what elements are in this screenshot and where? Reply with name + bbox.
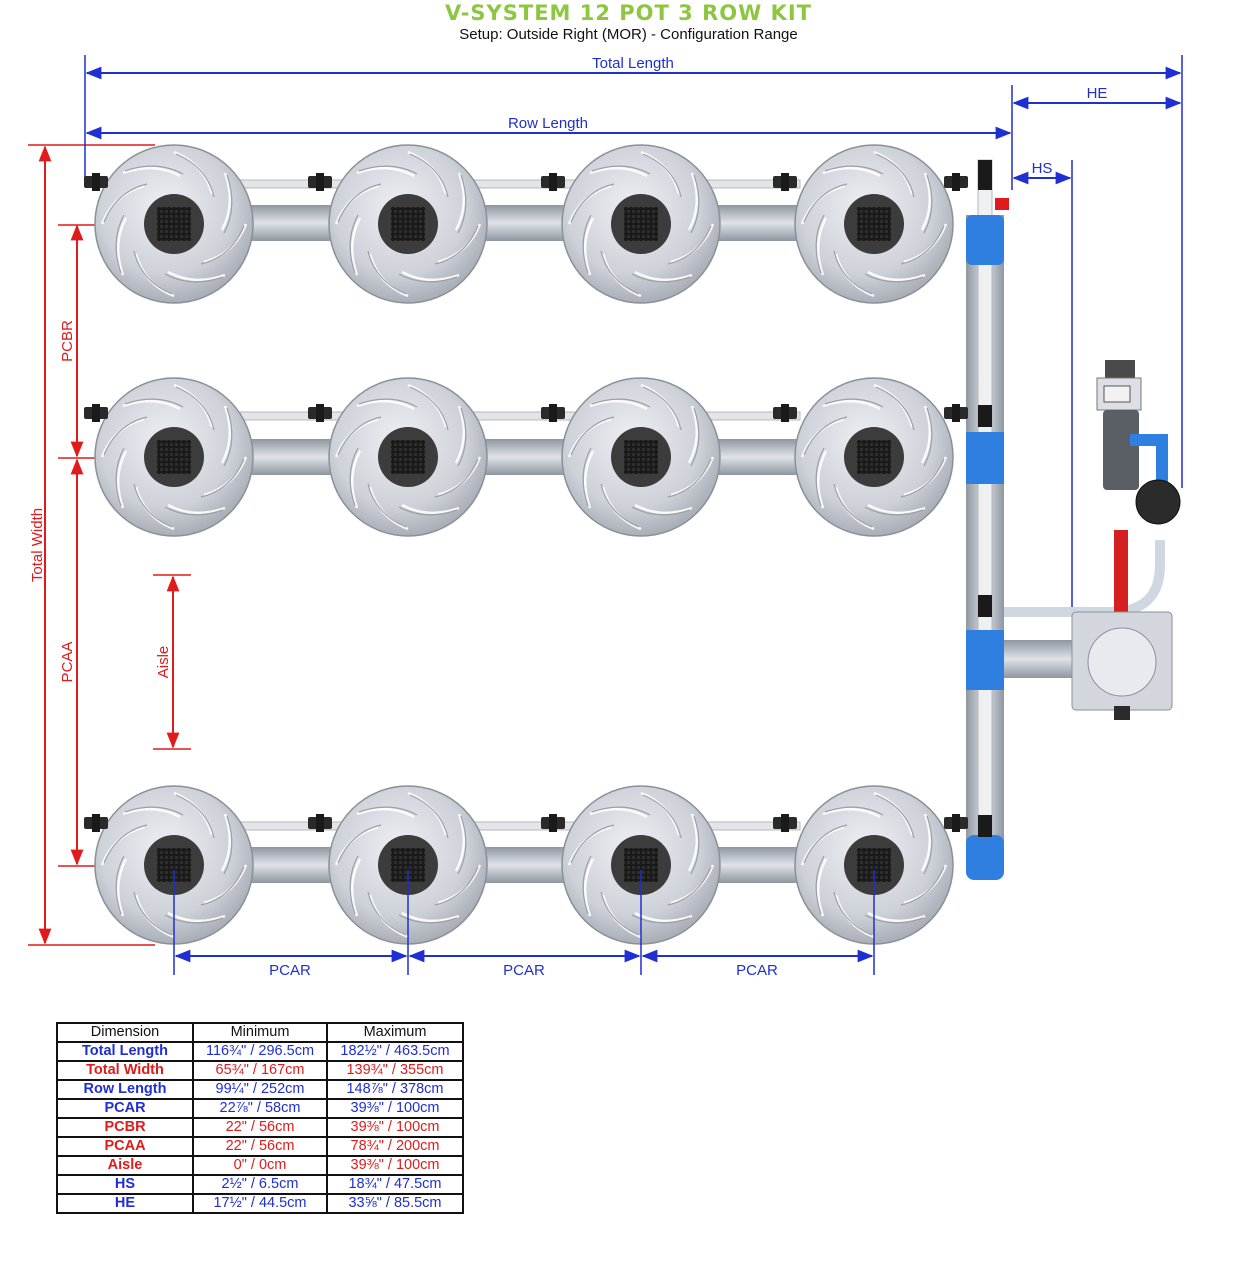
maximum-cell: 78¾" / 200cm: [326, 1136, 464, 1157]
minimum-cell: 22⅞" / 58cm: [192, 1098, 328, 1119]
maximum-cell: 139¾" / 355cm: [326, 1060, 464, 1081]
maximum-cell: 39⅜" / 100cm: [326, 1098, 464, 1119]
diagram-subtitle: Setup: Outside Right (MOR) - Configurati…: [459, 26, 798, 43]
header-maximum: Maximum: [326, 1022, 464, 1043]
minimum-cell: 99¼" / 252cm: [192, 1079, 328, 1100]
header-dimension: Dimension: [56, 1022, 194, 1043]
header-minimum: Minimum: [192, 1022, 328, 1043]
pcar-label-1: PCAR: [269, 962, 311, 979]
system-layout-diagram: Total Width PCBR PCAA Aisle Total Length…: [28, 55, 1183, 979]
hs-dimension: HS: [1012, 160, 1073, 612]
total-length-label: Total Length: [592, 55, 674, 72]
dimension-name-cell: Total Length: [56, 1041, 194, 1062]
pcar-label-3: PCAR: [736, 962, 778, 979]
total-width-dimension: Total Width: [28, 144, 155, 946]
pcbr-label: PCBR: [59, 320, 76, 362]
aisle-dimension: Aisle: [153, 574, 191, 750]
aisle-label: Aisle: [155, 646, 172, 679]
dimension-name-cell: PCBR: [56, 1117, 194, 1138]
he-label: HE: [1087, 85, 1108, 102]
minimum-cell: 0" / 0cm: [192, 1155, 328, 1176]
hs-label: HS: [1032, 160, 1053, 177]
dimension-name-cell: Aisle: [56, 1155, 194, 1176]
manifold-pipe: [966, 159, 1009, 880]
minimum-cell: 2½" / 6.5cm: [192, 1174, 328, 1195]
he-dimension: HE: [1012, 85, 1182, 110]
table-header-row: Dimension Minimum Maximum: [56, 1022, 464, 1043]
pcar-dimensions: PCAR PCAR PCAR: [173, 870, 875, 979]
total-width-label: Total Width: [29, 508, 46, 582]
maximum-cell: 39⅜" / 100cm: [326, 1117, 464, 1138]
dimension-name-cell: PCAR: [56, 1098, 194, 1119]
dimension-name-cell: PCAA: [56, 1136, 194, 1157]
minimum-cell: 22" / 56cm: [192, 1117, 328, 1138]
minimum-cell: 22" / 56cm: [192, 1136, 328, 1157]
minimum-cell: 65¾" / 167cm: [192, 1060, 328, 1081]
dimension-name-cell: HE: [56, 1193, 194, 1214]
row-length-dimension: Row Length: [85, 85, 1013, 190]
controller-assembly: [1004, 360, 1181, 720]
total-length-dimension: Total Length: [84, 55, 1183, 488]
maximum-cell: 148⅞" / 378cm: [326, 1079, 464, 1100]
minimum-cell: 17½" / 44.5cm: [192, 1193, 328, 1214]
maximum-cell: 182½" / 463.5cm: [326, 1041, 464, 1062]
diagram-title: V-SYSTEM 12 POT 3 ROW KIT: [444, 1, 813, 25]
maximum-cell: 39⅜" / 100cm: [326, 1155, 464, 1176]
pcaa-label: PCAA: [59, 642, 76, 683]
dimension-name-cell: Total Width: [56, 1060, 194, 1081]
dimension-name-cell: HS: [56, 1174, 194, 1195]
maximum-cell: 33⅝" / 85.5cm: [326, 1193, 464, 1214]
maximum-cell: 18¾" / 47.5cm: [326, 1174, 464, 1195]
dimension-name-cell: Row Length: [56, 1079, 194, 1100]
row-pipes: [239, 179, 801, 883]
pcar-label-2: PCAR: [503, 962, 545, 979]
row-length-label: Row Length: [508, 115, 588, 132]
minimum-cell: 116¾" / 296.5cm: [192, 1041, 328, 1062]
